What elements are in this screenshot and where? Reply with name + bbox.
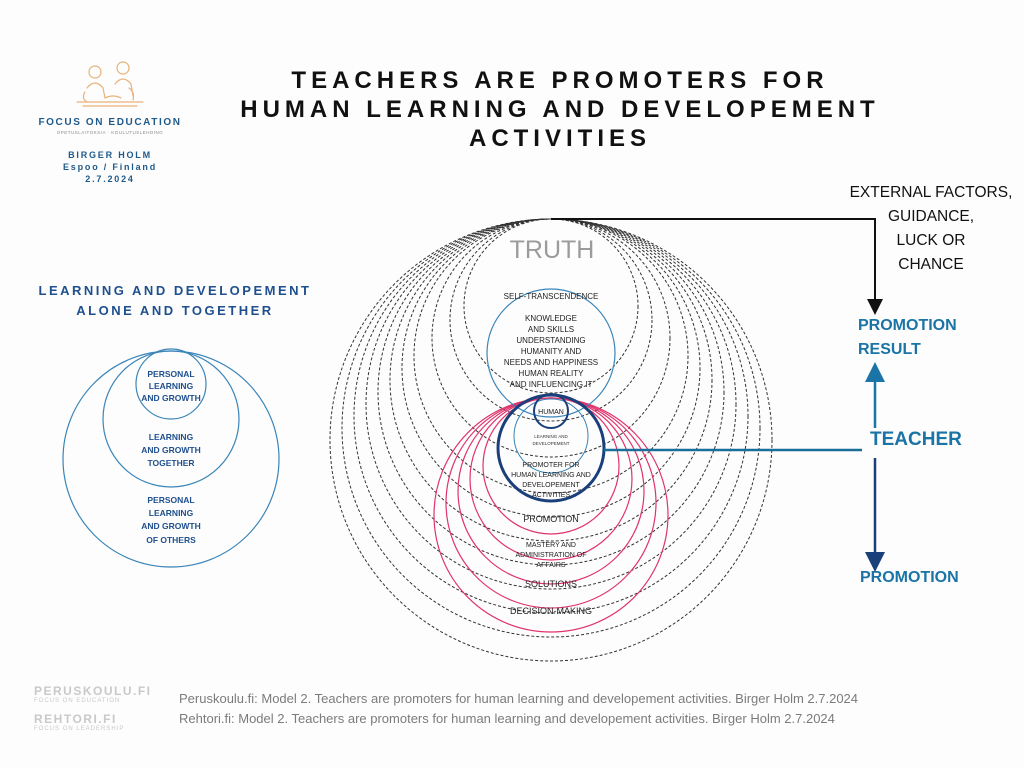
knowledge-line-5: NEEDS AND HAPPINESS <box>504 358 598 367</box>
external-factors-text: EXTERNAL FACTORS, GUIDANCE, LUCK OR CHAN… <box>838 181 1024 277</box>
knowledge-line-6: HUMAN REALITY <box>519 369 585 378</box>
left-heading: LEARNING AND DEVELOPEMENT ALONE AND TOGE… <box>10 281 340 321</box>
title-line-2: HUMAN LEARNING AND DEVELOPEMENT <box>240 96 880 123</box>
author-date: 2.7.2024 <box>85 174 135 184</box>
middle-label-3: TOGETHER <box>147 458 194 468</box>
promotion-ring-label: PROMOTION <box>523 514 579 524</box>
outer-label-3: AND GROWTH <box>141 521 201 531</box>
dashed-circle-5 <box>377 218 725 566</box>
learning-dev-line-2: DEVELOPEMENT <box>532 441 569 446</box>
knowledge-line-4: HUMANITY AND <box>521 347 582 356</box>
red-circle-5 <box>482 397 620 535</box>
footer-logo-rehtori: REHTORI.FI FOCUS ON LEADERSHIP <box>34 712 174 732</box>
external-line-2: GUIDANCE, <box>887 208 975 225</box>
external-line-1: EXTERNAL FACTORS, <box>849 184 1013 201</box>
dashed-circle-1 <box>329 218 773 662</box>
knowledge-line-3: UNDERSTANDING <box>516 336 585 345</box>
mastery-line-1: MASTERY AND <box>526 542 576 549</box>
teacher-label: TEACHER <box>870 429 962 450</box>
peruskoulu-logo-sub: FOCUS ON EDUCATION <box>34 698 121 704</box>
knowledge-line-1: KNOWLEDGE <box>525 314 577 323</box>
footer-logo-peruskoulu: PERUSKOULU.FI FOCUS ON EDUCATION <box>34 684 174 704</box>
learning-circle <box>513 398 589 474</box>
promoter-line-3: DEVELOPEMENT <box>522 482 580 489</box>
promotion-result-label: PROMOTION RESULT <box>858 314 988 362</box>
brand-logo-block: FOCUS ON EDUCATION OPETUSLAITOKSIA · KOU… <box>30 58 190 185</box>
inner-label-2: LEARNING <box>149 381 194 391</box>
truth-label: TRUTH <box>510 236 595 264</box>
title-line-3: ACTIVITIES <box>468 125 651 152</box>
together-growth-circle <box>102 350 240 488</box>
promotion-result-line-1: PROMOTION <box>858 317 957 334</box>
outer-label-4: OF OTHERS <box>146 535 196 545</box>
rehtori-logo-name: REHTORI.FI <box>34 712 117 726</box>
external-factors-arrow <box>551 218 883 315</box>
dashed-circle-2 <box>341 218 761 638</box>
knowledge-line-2: AND SKILLS <box>528 325 574 334</box>
left-heading-line-2: ALONE AND TOGETHER <box>76 303 274 318</box>
middle-label-2: AND GROWTH <box>141 445 201 455</box>
outer-label-2: LEARNING <box>149 508 194 518</box>
external-line-3: LUCK OR <box>896 232 966 249</box>
inner-label-3: AND GROWTH <box>141 393 201 403</box>
outer-label-1: PERSONAL <box>147 495 194 505</box>
people-illustration-icon <box>76 61 144 107</box>
brand-tagline: OPETUSLAITOKSIA · KOULUTUSLEHDING <box>56 130 164 135</box>
external-line-4: CHANCE <box>898 256 964 273</box>
rehtori-logo-sub: FOCUS ON LEADERSHIP <box>34 726 125 732</box>
title-line-1: TEACHERS ARE PROMOTERS FOR <box>291 67 829 94</box>
mastery-line-2: ADMINISTRATION OF <box>515 552 586 559</box>
personal-growth-circle <box>135 348 207 420</box>
solutions-label: SOLUTIONS <box>525 579 577 589</box>
dashed-circle-6 <box>389 218 713 542</box>
peruskoulu-logo-name: PERUSKOULU.FI <box>34 684 152 698</box>
dashed-circle-group <box>329 218 773 662</box>
self-transcendence-label: SELF-TRANSCENDENCE <box>504 292 599 301</box>
page-title: TEACHERS ARE PROMOTERS FOR HUMAN LEARNIN… <box>200 66 920 153</box>
red-circle-4 <box>469 397 633 561</box>
promotion-result-line-2: RESULT <box>858 341 921 358</box>
red-circle-2 <box>445 397 657 609</box>
promotion-label: PROMOTION <box>860 569 959 586</box>
knowledge-line-7: AND INFLUENCING IT <box>510 380 593 389</box>
promoter-line-2: HUMAN LEARNING AND <box>511 472 591 479</box>
middle-label-1: LEARNING <box>149 432 194 442</box>
human-label: HUMAN <box>538 409 564 416</box>
red-circle-group <box>433 397 669 633</box>
author-name: BIRGER HOLM <box>68 150 152 160</box>
footer-caption-2: Rehtori.fi: Model 2. Teachers are promot… <box>179 711 835 726</box>
footer-caption-1: Peruskoulu.fi: Model 2. Teachers are pro… <box>179 691 859 706</box>
learning-dev-line-1: LEARNING AND <box>534 434 568 439</box>
inner-label-1: PERSONAL <box>147 369 194 379</box>
left-heading-line-1: LEARNING AND DEVELOPEMENT <box>38 283 312 298</box>
decision-making-label: DECISION-MAKING <box>510 606 592 616</box>
knowledge-circle <box>486 288 616 418</box>
brand-name: FOCUS ON EDUCATION <box>38 117 182 128</box>
human-circle <box>533 393 569 429</box>
promoter-line-1: PROMOTER FOR <box>522 462 579 469</box>
promoter-line-4: ACTIVITIES <box>532 492 570 499</box>
mastery-line-3: AFFAIRS <box>536 562 566 569</box>
author-place: Espoo / Finland <box>63 162 157 172</box>
